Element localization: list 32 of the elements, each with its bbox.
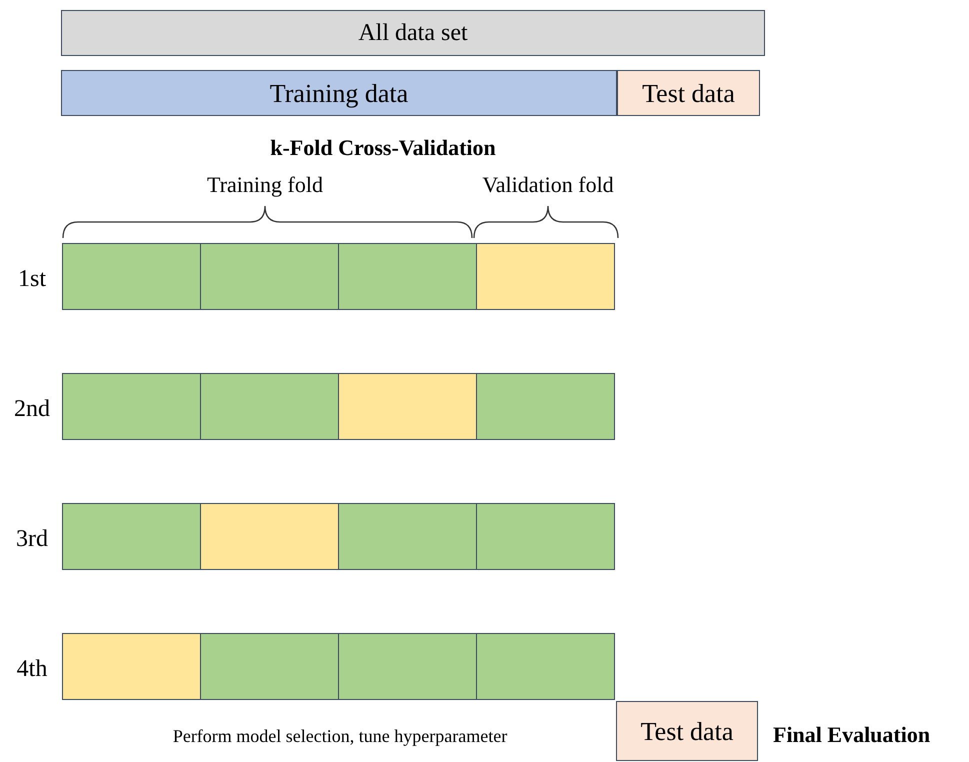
section-title: k-Fold Cross-Validation (269, 134, 497, 162)
row-label: 4th (16, 655, 48, 684)
training-fold-cell (338, 503, 477, 570)
row-label: 2nd (13, 395, 51, 424)
training-fold-cell (476, 503, 615, 570)
row-label: 3rd (15, 525, 49, 554)
training-fold-cell (476, 633, 615, 700)
box-label: All data set (358, 19, 468, 48)
training-fold-cell (338, 243, 477, 310)
row-label: 1st (16, 265, 47, 294)
bracket-label: Training fold (206, 171, 324, 199)
training-fold-cell (62, 243, 201, 310)
validation-fold-cell (338, 373, 477, 440)
side-note: Final Evaluation (773, 721, 930, 749)
training-fold-cell (62, 503, 201, 570)
training-fold-cell (200, 633, 339, 700)
validation-fold-cell (476, 243, 615, 310)
bracket-label: Validation fold (481, 171, 615, 199)
footnote-text: Perform model selection, tune hyperparameter (172, 725, 508, 748)
training-bar (61, 70, 617, 116)
training-fold-cell (338, 633, 477, 700)
test-bar (617, 70, 760, 116)
validation-fold-cell (62, 633, 201, 700)
training-fold-cell (62, 373, 201, 440)
box-label: Test data (642, 78, 735, 110)
box-label: Test data (640, 716, 734, 748)
training-fold-cell (476, 373, 615, 440)
validation-fold-cell (200, 503, 339, 570)
training-fold-cell (200, 373, 339, 440)
training-fold-cell (200, 243, 339, 310)
dataset-bar (61, 10, 765, 56)
box-label: Training data (270, 78, 408, 110)
